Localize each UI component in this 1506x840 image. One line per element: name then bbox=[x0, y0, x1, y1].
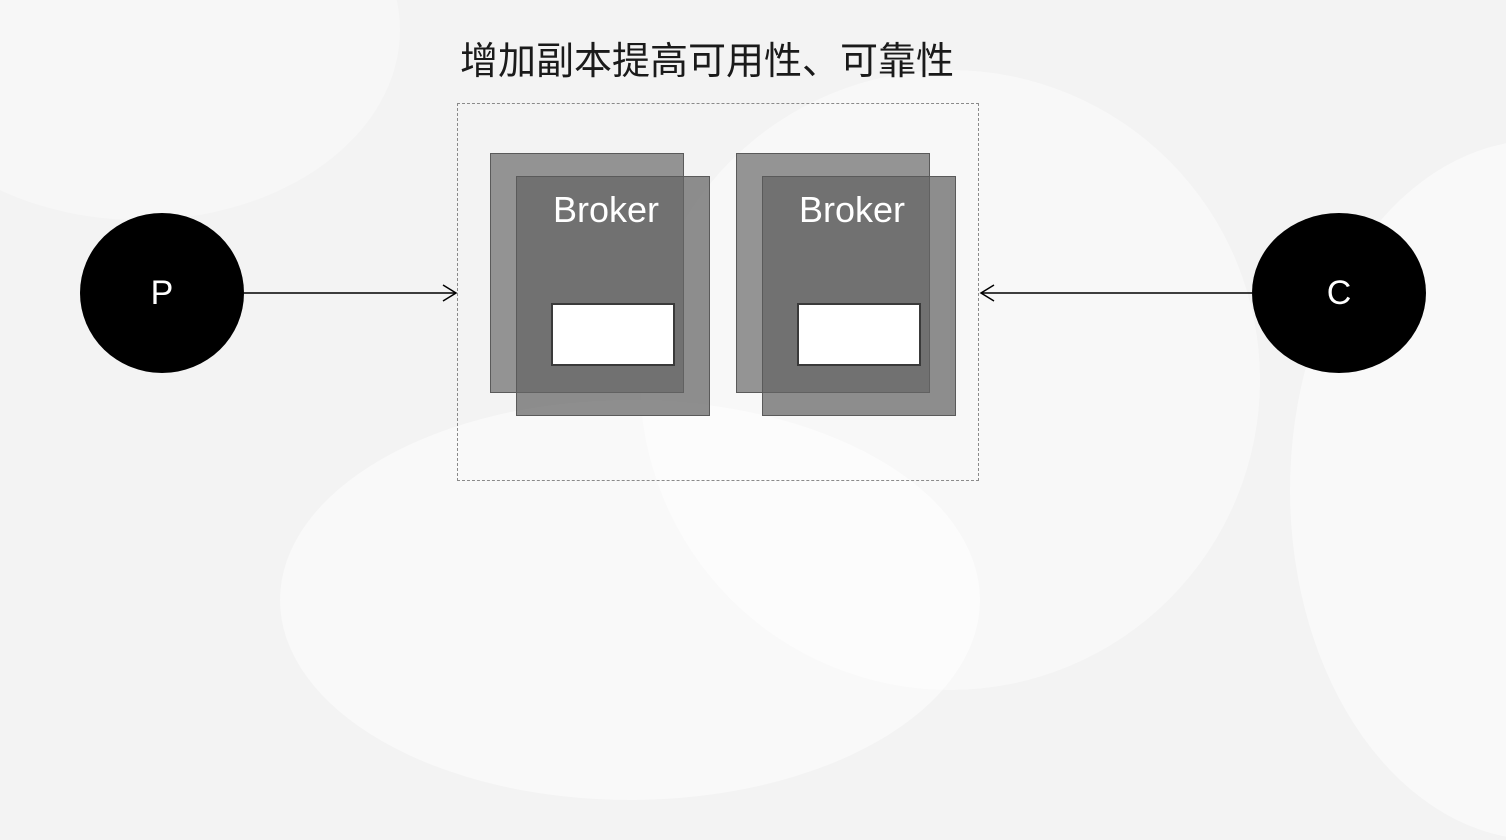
connector-arrows bbox=[244, 284, 1252, 302]
broker-cluster bbox=[457, 103, 979, 481]
consumer-label: C bbox=[1326, 273, 1352, 312]
diagram-title: 增加副本提高可用性、可靠性 bbox=[460, 39, 955, 83]
producer-arrow-head bbox=[442, 284, 458, 302]
broker-node: Broker bbox=[762, 176, 956, 416]
broker-node: Broker bbox=[516, 176, 710, 416]
broker-label: Broker bbox=[799, 189, 906, 230]
consumer-node: C bbox=[1252, 213, 1426, 373]
broker-label: Broker bbox=[553, 189, 660, 230]
producer-node: P bbox=[80, 213, 244, 373]
consumer-arrow-head bbox=[979, 284, 995, 302]
queue-box bbox=[797, 303, 921, 366]
queue-box bbox=[551, 303, 675, 366]
producer-label: P bbox=[150, 273, 174, 312]
